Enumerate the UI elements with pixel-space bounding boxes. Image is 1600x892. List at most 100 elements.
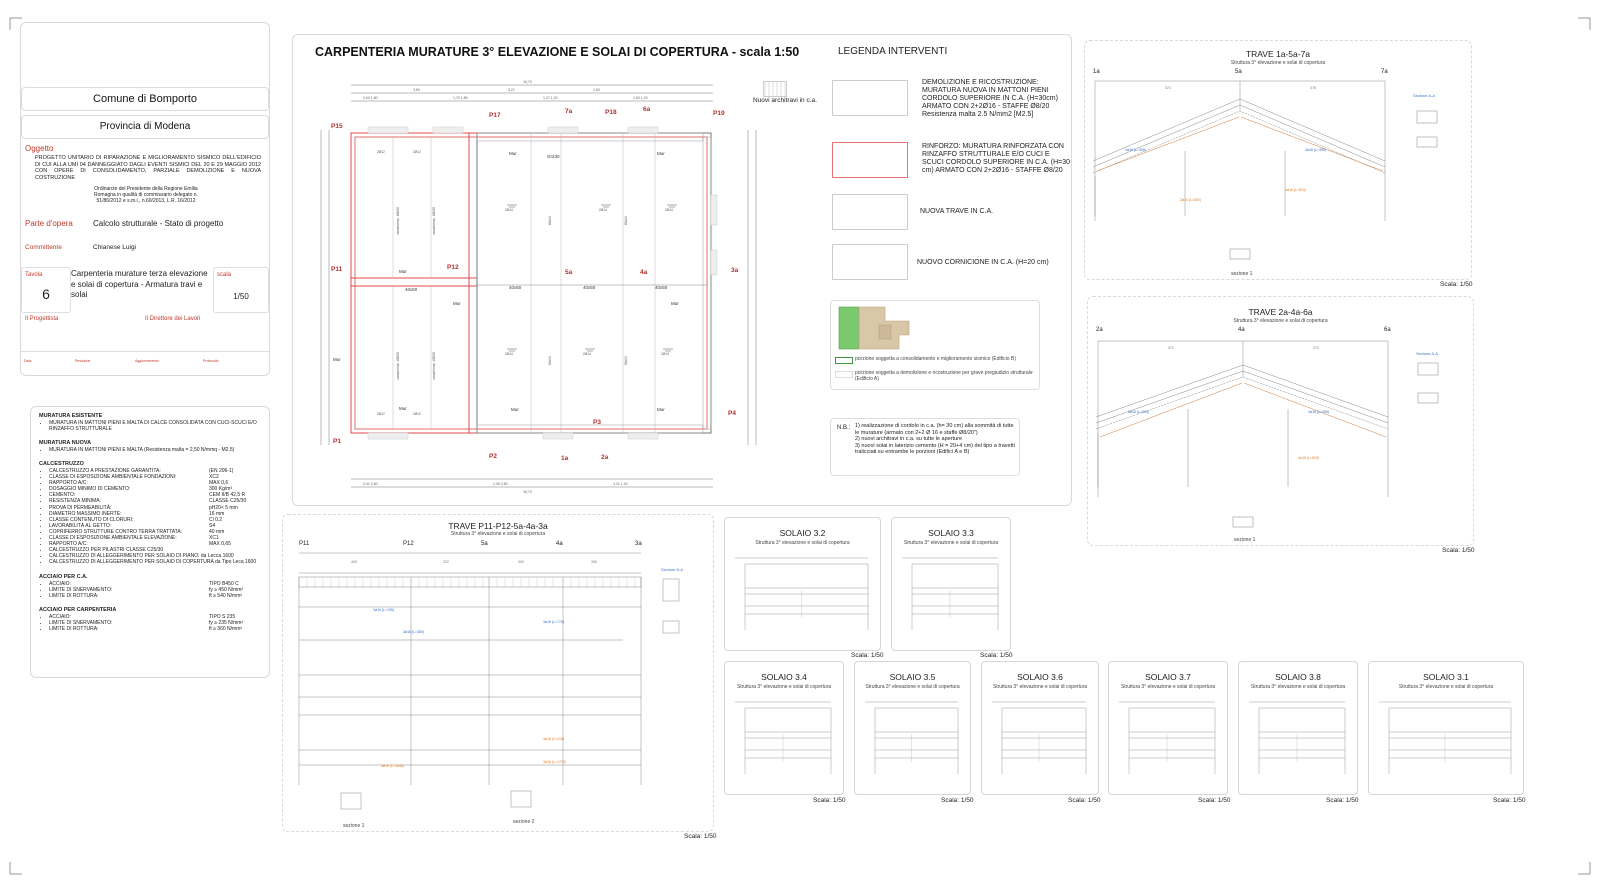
- svg-text:2Ø12: 2Ø12: [377, 150, 385, 154]
- material-item: DIAMETRO MASSIMO INERTE:16 mm: [49, 511, 263, 517]
- beam2-title: TRAVE 2a-4a-6a: [1248, 307, 1313, 317]
- svg-text:7a: 7a: [565, 108, 573, 115]
- svg-text:2Ø12: 2Ø12: [413, 150, 421, 154]
- slab-subtitle: Struttura 3° elevazione e solai di coper…: [755, 540, 850, 546]
- slab-scale: Scala: 1/50: [1326, 797, 1359, 804]
- slab-drawing: [1119, 701, 1216, 774]
- direttore-label: Il Direttore dei Lavori: [145, 316, 201, 322]
- slab-scale: Scala: 1/50: [980, 652, 1013, 659]
- comune-label: Comune di Bomporto: [21, 87, 269, 111]
- svg-text:3ø16 (L=395): 3ø16 (L=395): [1305, 148, 1326, 152]
- tavola-description: Carpenteria murature terza elevazione e …: [71, 269, 208, 299]
- notes-body: 1) realizzazione di cordolo in c.a. (h= …: [855, 423, 1015, 456]
- beam2-label-a: 2a: [1096, 327, 1103, 333]
- svg-text:1a: 1a: [561, 455, 569, 462]
- material-item: PROVA DI PERMEABILITÀ:pH20< 5 mm: [49, 505, 263, 511]
- svg-text:403: 403: [351, 560, 357, 564]
- tavola-number: 6: [42, 286, 50, 302]
- svg-text:2Ø14: 2Ø14: [505, 352, 513, 356]
- slab-scale: Scala: 1/50: [941, 797, 974, 804]
- legend-demolition-text: DEMOLIZIONE E RICOSTRUZIONE: MURATURA NU…: [922, 79, 1058, 118]
- progettista-label: Il Progettista: [25, 316, 59, 322]
- slab-subtitle: Struttura 3° elevazione e solai di coper…: [865, 684, 960, 690]
- svg-text:40x50: 40x50: [655, 285, 668, 290]
- material-item: CALCESTRUZZO DI ALLEGGERIMENTO PER SOLAI…: [49, 553, 263, 559]
- svg-text:P19: P19: [713, 110, 725, 117]
- slab-drawing: [735, 701, 832, 774]
- svg-text:40x50: 40x50: [509, 285, 522, 290]
- committente-value: Chianese Luigi: [93, 244, 137, 251]
- muratura-nuova-heading: MURATURA NUOVA: [39, 440, 92, 446]
- svg-text:60x24: 60x24: [624, 216, 628, 225]
- beam2-label-c: 6a: [1384, 327, 1391, 333]
- svg-text:3a: 3a: [731, 267, 739, 274]
- svg-text:0,60 1,80: 0,60 1,80: [363, 96, 378, 100]
- material-item: CLASSE DI ESPOSIZIONE AMBIENTALE FONDAZI…: [49, 474, 263, 480]
- svg-text:5a: 5a: [565, 269, 573, 276]
- svg-text:2,36 0,80: 2,36 0,80: [493, 482, 508, 486]
- svg-text:378: 378: [1310, 86, 1316, 90]
- svg-text:P3: P3: [593, 419, 601, 426]
- plan-title: CARPENTERIA MURATURE 3° ELEVAZIONE E SOL…: [315, 45, 800, 59]
- beam2-scale: Scala: 1/50: [1442, 547, 1475, 554]
- svg-text:Sezione A-A: Sezione A-A: [661, 567, 683, 572]
- svg-text:4a: 4a: [640, 269, 648, 276]
- svg-text:2a: 2a: [601, 454, 609, 461]
- svg-text:322: 322: [443, 560, 449, 564]
- material-item: LAVORABILITÀ AL GETTO:S4: [49, 523, 263, 529]
- svg-text:306: 306: [591, 560, 597, 564]
- note-2: 2) nuovi architravi in c.a. su tutte le …: [855, 436, 962, 443]
- parte-opera-value: Calcolo strutturale - Stato di progetto: [93, 219, 224, 228]
- material-item: LIMITE DI ROTTURA:ft ≥ 540 N/mm²: [49, 593, 263, 599]
- svg-text:3ø16 (L=195): 3ø16 (L=195): [373, 608, 394, 612]
- committente-label: Committente: [25, 244, 62, 251]
- material-item: MURATURA IN MATTONI PIENI E MALTA DI CAL…: [49, 420, 263, 432]
- material-item: LIMITE DI SNERVAMENTO:fy ≥ 235 N/mm²: [49, 620, 263, 626]
- material-item: CEMENTO:CEM II/B 42,5 R: [49, 492, 263, 498]
- muratura-esistente-list: MURATURA IN MATTONI PIENI E MALTA DI CAL…: [45, 420, 263, 432]
- calcestruzzo-heading: CALCESTRUZZO: [39, 461, 84, 467]
- svg-text:Sezione A-A: Sezione A-A: [1416, 351, 1438, 356]
- materials-panel: MURATURA ESISTENTE MURATURA IN MATTONI P…: [30, 406, 270, 678]
- material-item: ACCIAIO:TIPO B450 C: [49, 581, 263, 587]
- beam3-label-3a: 3a: [635, 541, 642, 547]
- slab-drawing: [1249, 701, 1346, 774]
- acciaio-carp-list: ACCIAIO:TIPO S 235LIMITE DI SNERVAMENTO:…: [45, 614, 263, 632]
- svg-text:2Ø14: 2Ø14: [599, 208, 607, 212]
- title-block: Comune di Bomporto Provincia di Modena O…: [20, 22, 270, 376]
- svg-text:Mur: Mur: [399, 406, 407, 411]
- svg-text:40x50: 40x50: [405, 287, 418, 292]
- slab-title: SOLAIO 3.4: [761, 672, 807, 682]
- note-1: 1) realizzazione di cordolo in c.a. (h= …: [855, 423, 1014, 436]
- svg-text:3ø16 (L=815): 3ø16 (L=815): [1285, 188, 1306, 192]
- slab-scale: Scala: 1/50: [851, 652, 884, 659]
- scala-box: scala 1/50: [213, 267, 269, 313]
- svg-text:373: 373: [1313, 346, 1319, 350]
- oggetto-text: PROGETTO UNITARIO DI RIPARAZIONE E MIGLI…: [35, 155, 261, 181]
- rev-col-revision: Revisione: [75, 359, 91, 363]
- svg-text:1,50 1,20: 1,50 1,20: [633, 96, 648, 100]
- svg-text:2Ø14: 2Ø14: [505, 208, 513, 212]
- material-item: CLASSE CONTENUTO DI CLORURI:Cl 0,2: [49, 517, 263, 523]
- svg-text:2Ø14: 2Ø14: [661, 352, 669, 356]
- slab-drawing: [902, 557, 999, 630]
- svg-text:3ø16 (L=395): 3ø16 (L=395): [1125, 148, 1146, 152]
- key-swatch-a: [835, 371, 853, 378]
- calcestruzzo-list: CALCESTRUZZO A PRESTAZIONE GARANTITA:(EN…: [45, 468, 263, 566]
- svg-text:6a: 6a: [643, 106, 651, 113]
- svg-text:Mur: Mur: [509, 151, 517, 156]
- beam3-label-5a: 5a: [481, 541, 488, 547]
- material-item: RAPPORTO A/C:MAX 0,6: [49, 480, 263, 486]
- beam-detail-3: TRAVE P11-P12-5a-4a-3a Struttura 3° elev…: [282, 514, 714, 832]
- beam1-title: TRAVE 1a-5a-7a: [1245, 49, 1311, 59]
- material-item: CLASSE DI ESPOSIZIONE AMBIENTALE ELEVAZI…: [49, 535, 263, 541]
